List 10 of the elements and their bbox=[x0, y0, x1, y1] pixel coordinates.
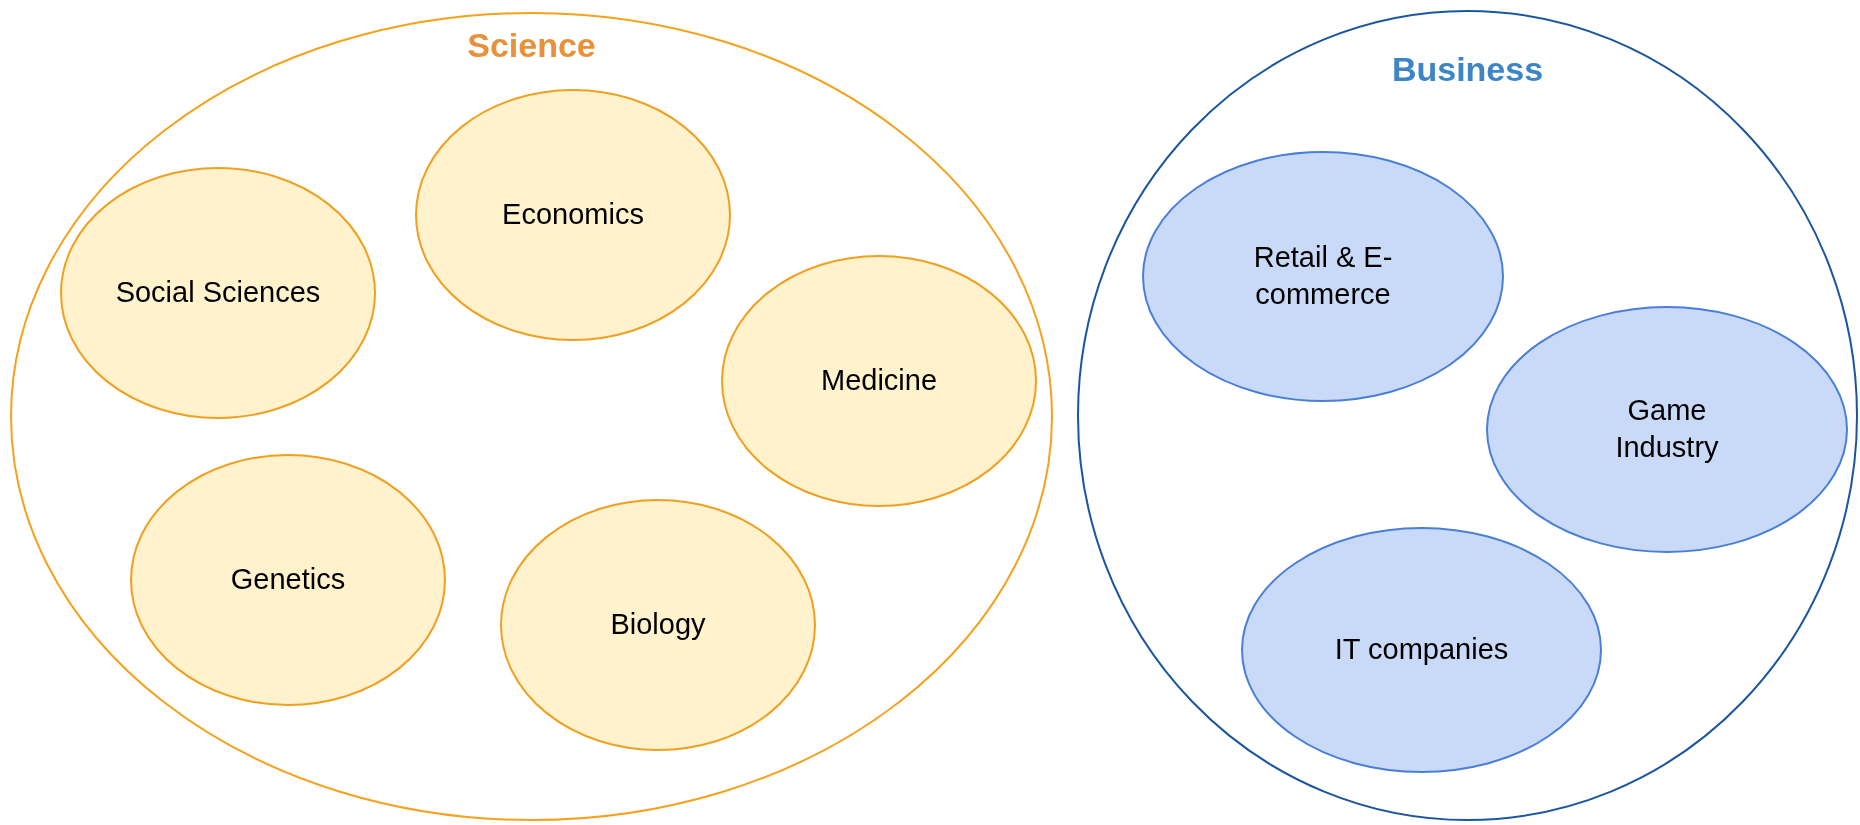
topic-label: Social Sciences bbox=[115, 275, 321, 311]
topic-label: Medicine bbox=[820, 363, 938, 399]
group-heading: Science bbox=[467, 26, 596, 65]
topic-label: IT companies bbox=[1334, 632, 1509, 668]
topic-label: Retail & E-commerce bbox=[1252, 239, 1394, 313]
group-heading: Business bbox=[1391, 50, 1544, 89]
topic-label: Game Industry bbox=[1614, 392, 1720, 466]
topic-label: Biology bbox=[610, 607, 706, 643]
topic-label: Genetics bbox=[230, 562, 346, 598]
topic-label: Economics bbox=[502, 197, 644, 233]
